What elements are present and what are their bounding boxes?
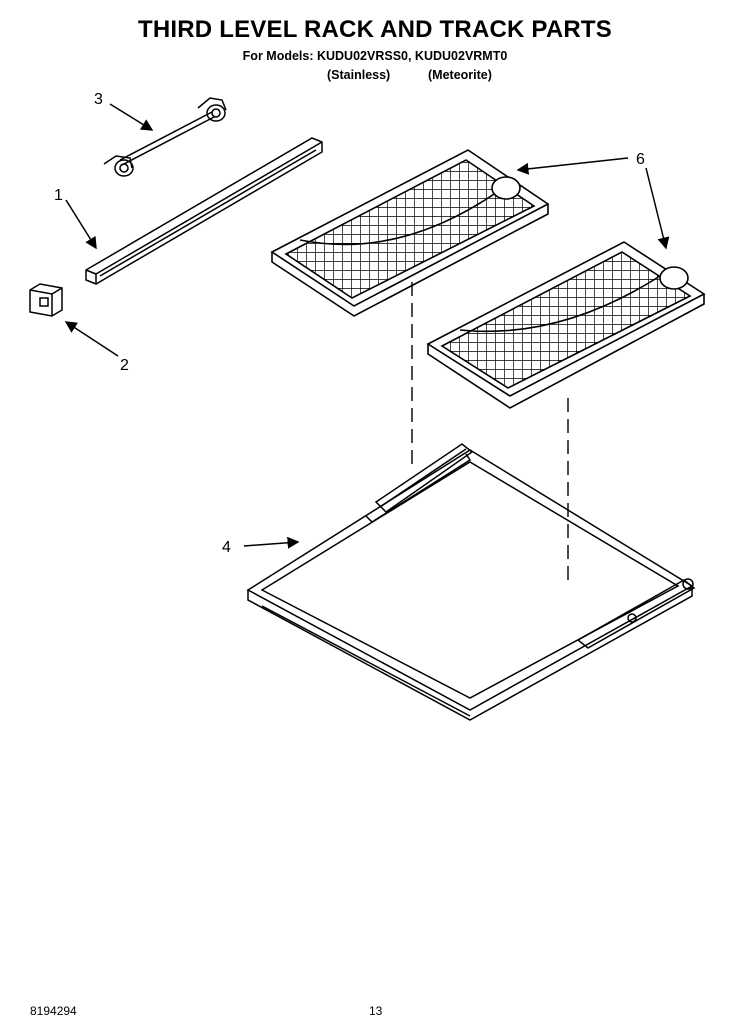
callout-6: 6 xyxy=(636,151,645,168)
part-6-upper-tray xyxy=(270,149,550,317)
variant-stainless: (Stainless) xyxy=(327,68,391,82)
model-numbers: For Models: KUDU02VRSS0, KUDU02VRMT0 xyxy=(242,49,508,63)
leader-arrows xyxy=(64,103,670,549)
document-number: 8194294 xyxy=(30,1004,77,1018)
callout-3: 3 xyxy=(94,91,103,108)
part-2-end-cap xyxy=(29,283,63,317)
variant-meteorite: (Meteorite) xyxy=(428,68,492,82)
part-3-clip-bar xyxy=(103,97,227,177)
part-4-rack-frame xyxy=(246,443,696,721)
part-1-track-rail xyxy=(85,137,323,285)
alignment-lines xyxy=(411,282,569,582)
callout-2: 2 xyxy=(120,357,129,374)
page-title: THIRD LEVEL RACK AND TRACK PARTS xyxy=(138,16,612,43)
page-number: 13 xyxy=(369,1004,383,1018)
part-6-lower-tray xyxy=(426,241,706,409)
callout-1: 1 xyxy=(54,187,63,204)
callout-4: 4 xyxy=(222,539,231,556)
